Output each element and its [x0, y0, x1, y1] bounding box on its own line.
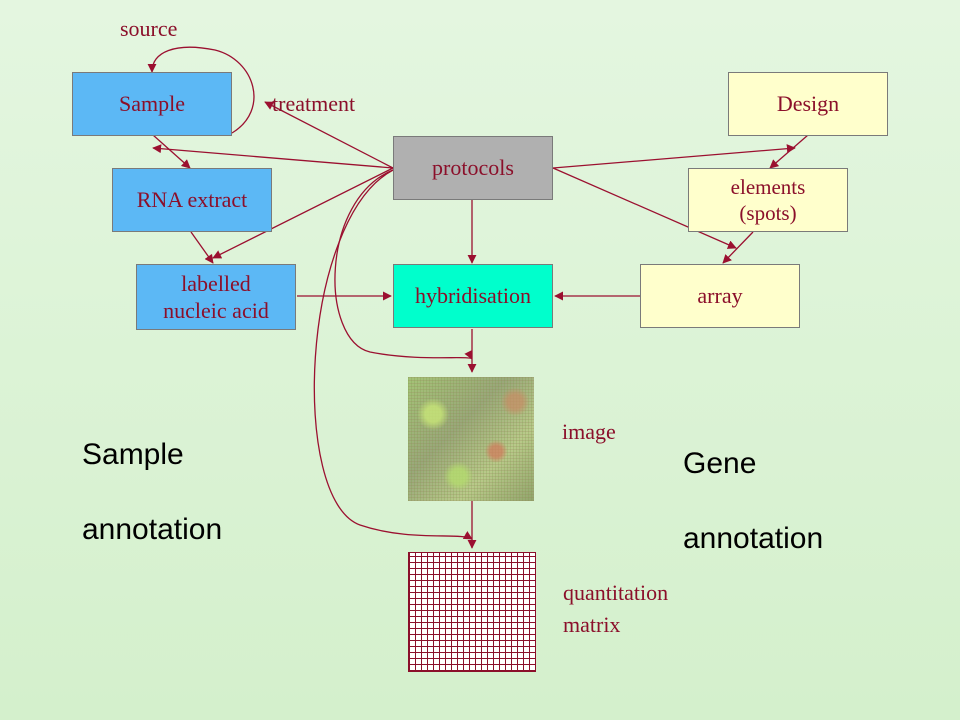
sample-box: Sample: [72, 72, 232, 136]
labelled-nucleic-acid-box: labelled nucleic acid: [136, 264, 296, 330]
gene-annotation-heading: Gene annotation: [683, 407, 823, 595]
sample-box-label: Sample: [119, 91, 185, 117]
image-label: image: [562, 419, 616, 444]
hybridisation-box-label: hybridisation: [414, 283, 532, 309]
quantitation-matrix-grid: [408, 552, 536, 672]
elements-box: elements (spots): [688, 168, 848, 232]
source-loop-arrow: [147, 46, 255, 134]
quantitation-matrix-label: quantitation matrix: [563, 577, 668, 641]
arrow-protocols-to-elements: [552, 144, 796, 169]
design-box-label: Design: [776, 91, 840, 117]
microarray-image: [408, 377, 534, 501]
protocols-box: protocols: [393, 136, 553, 200]
rna-extract-box-label: RNA extract: [136, 187, 248, 213]
labelled-box-line2: nucleic acid: [163, 298, 269, 323]
arrow-protocols-to-treatment: [264, 101, 394, 169]
quantitation-label-line2: matrix: [563, 612, 621, 637]
arrow-design-to-elements: [769, 134, 809, 169]
arrow-protocols-to-rna: [212, 167, 394, 259]
hybridisation-box: hybridisation: [393, 264, 553, 328]
design-box: Design: [728, 72, 888, 136]
arrow-sample-to-rna: [152, 134, 191, 169]
array-box: array: [640, 264, 800, 328]
arrow-protocols-to-sample: [152, 144, 394, 169]
array-box-label: array: [697, 283, 743, 309]
protocols-box-label: protocols: [432, 155, 514, 181]
gene-annotation-line1: Gene: [683, 446, 757, 480]
quantitation-label-line1: quantitation: [563, 580, 669, 605]
arrow-elements-to-array: [722, 231, 754, 264]
sample-annotation-heading: Sample annotation: [82, 398, 222, 586]
elements-box-line1: elements: [730, 174, 806, 199]
arrow-protocols-to-array: [552, 167, 737, 249]
labelled-box-line1: labelled: [181, 270, 251, 296]
arrow-protocols-to-matrix: [313, 169, 473, 540]
source-label: source: [120, 16, 178, 41]
treatment-label: treatment: [272, 91, 356, 116]
sample-annotation-line1: Sample: [82, 437, 184, 471]
arrow-rna-to-labelled: [190, 231, 214, 264]
sample-annotation-line2: annotation: [82, 512, 223, 546]
rna-extract-box: RNA extract: [112, 168, 272, 232]
arrow-protocols-to-image: [334, 169, 473, 360]
gene-annotation-line2: annotation: [683, 521, 824, 555]
elements-box-line2: (spots): [739, 201, 797, 225]
